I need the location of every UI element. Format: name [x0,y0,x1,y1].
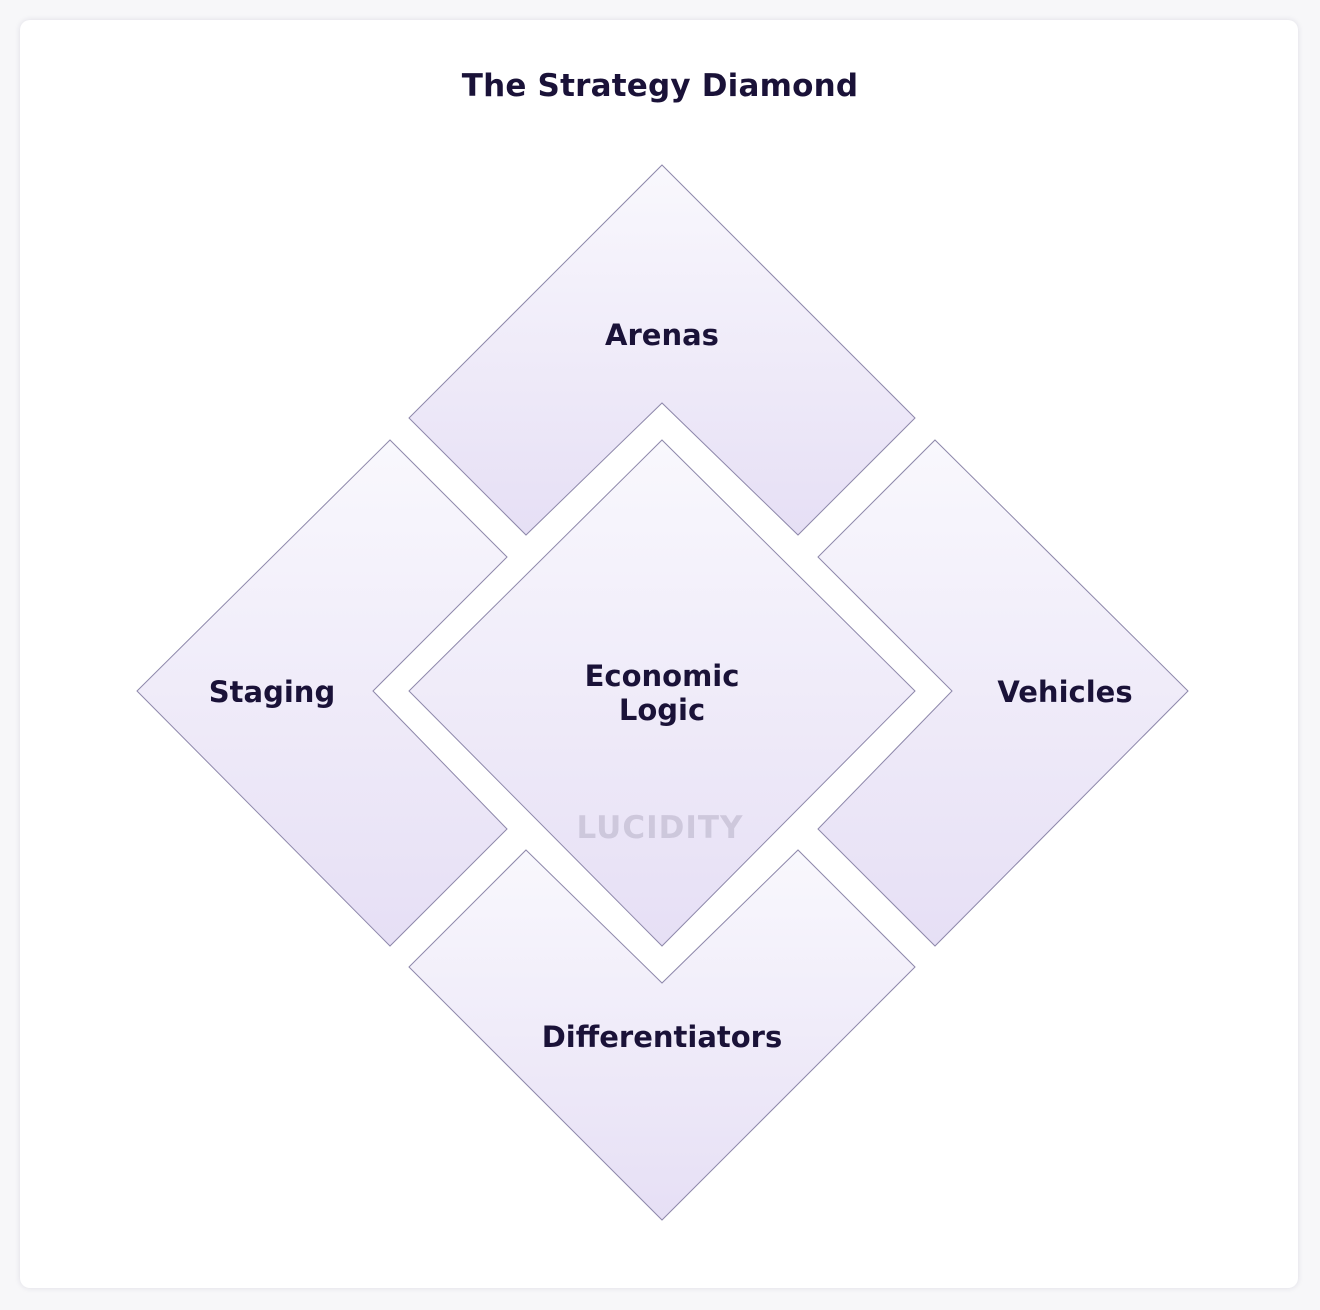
arenas-shape [408,164,916,536]
diagram-title: The Strategy Diamond [461,68,859,104]
economic-logic-label-line2: Logic [619,693,705,727]
economic-logic-shape [408,439,916,947]
lucidity-watermark: LUCIDITY [577,810,744,846]
arenas-label: Arenas [605,318,719,352]
staging-label: Staging [209,675,335,709]
vehicles-label: Vehicles [997,675,1132,709]
staging-shape [136,439,508,947]
vehicles-shape [817,439,1189,947]
economic-logic-label-line1: Economic [585,659,740,693]
differentiators-label: Differentiators [542,1020,783,1054]
differentiators-shape [408,849,916,1221]
